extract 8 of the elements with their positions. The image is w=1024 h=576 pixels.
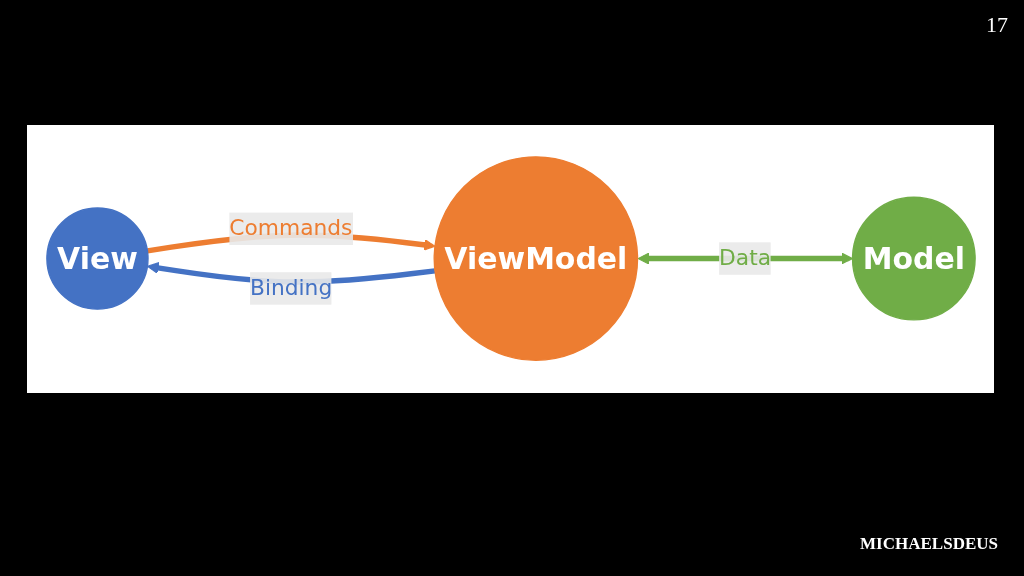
edge-label: Data [718,245,771,272]
edge-label: Binding [249,275,332,302]
edge-label: Commands [228,215,352,242]
node-circle: Model [851,197,976,321]
page-number: 17 [986,12,1008,38]
node-circle: ViewModel [433,156,638,362]
author-handle: MICHAELSDEUS [860,534,998,554]
node-circle: View [45,207,149,311]
